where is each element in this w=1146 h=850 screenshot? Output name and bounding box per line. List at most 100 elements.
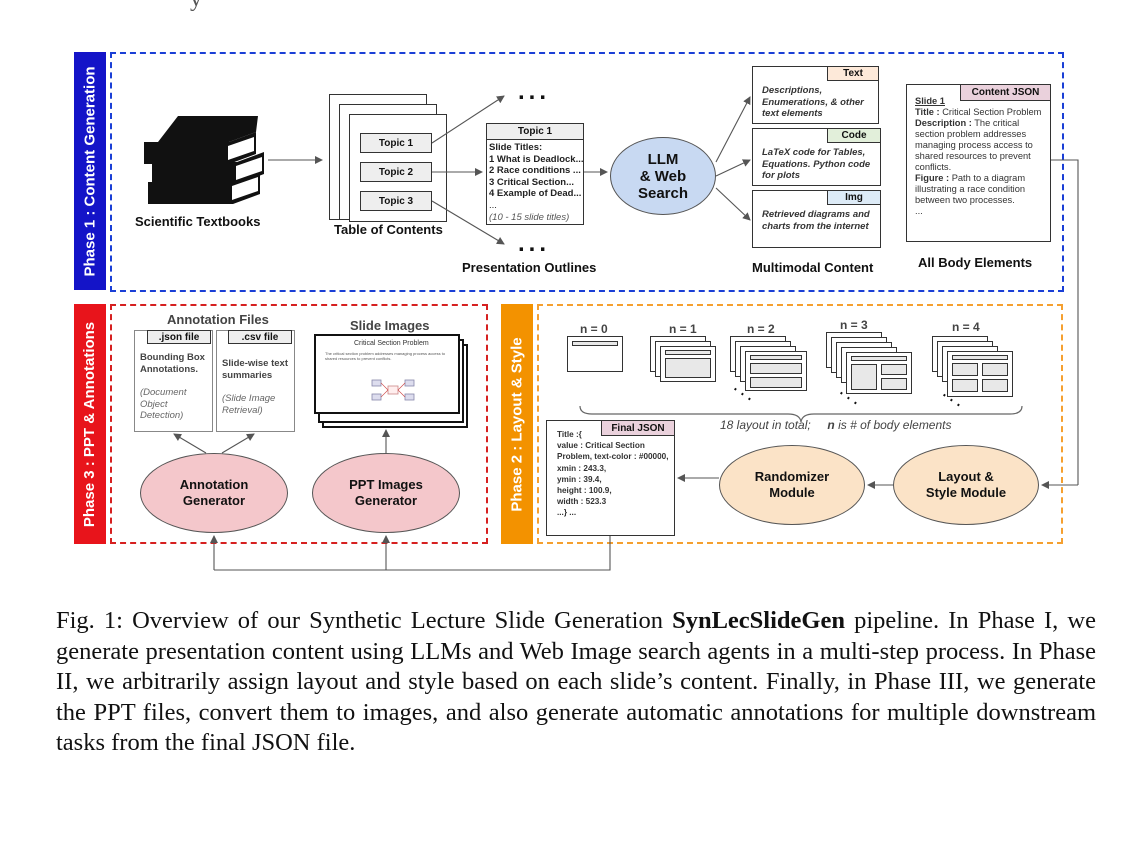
outline-label: Presentation Outlines — [462, 260, 597, 275]
outline-line: 2 Race conditions ... — [489, 165, 581, 177]
layout-style-line1: Layout & — [938, 469, 994, 484]
img-card-body: Retrieved diagrams and charts from the i… — [762, 209, 870, 232]
final-json-card — [546, 420, 675, 536]
layout-label-n1: n = 1 — [669, 322, 697, 336]
content-json-desc-row: Description : The critical section probl… — [915, 118, 1047, 173]
phase3-region — [110, 304, 488, 544]
layout-title-bar — [750, 355, 802, 360]
content-json-desc-key: Description : — [915, 118, 972, 128]
json-file-tag: .json file — [147, 330, 211, 344]
annotation-generator-node: Annotation Generator — [140, 453, 288, 533]
layout-n4-thumb — [947, 351, 1013, 397]
layout-label-n3: n = 3 — [840, 318, 868, 332]
content-json-more: ... — [915, 206, 923, 216]
outline-line: Slide Titles: — [489, 142, 543, 153]
ppt-generator-line1: PPT Images — [349, 477, 423, 492]
layout-label-n4: n = 4 — [952, 320, 980, 334]
layout-body-block — [750, 363, 802, 374]
layout-body-block — [952, 363, 978, 376]
json-file-task: (Document Object Detection) — [140, 387, 187, 421]
content-json-title-val: Critical Section Problem — [942, 107, 1042, 117]
outline-line: 4 Example of Dead... — [489, 188, 582, 200]
final-json-tag: Final JSON — [601, 420, 675, 436]
layout-title-bar — [952, 355, 1008, 360]
layout-body-block — [952, 379, 978, 392]
final-json-line: width : 523.3 — [557, 497, 607, 507]
layout-note-c: is # of body elements — [838, 418, 952, 432]
content-json-body: Slide 1 Title : Critical Section Problem… — [915, 96, 1047, 217]
annotation-generator-line1: Annotation — [179, 477, 249, 492]
final-json-line: xmin : 243.3, — [557, 463, 607, 473]
toc-topic-1: Topic 1 — [360, 133, 432, 153]
layout-n1-thumb — [660, 346, 716, 382]
layout-n3-thumb — [846, 352, 912, 394]
content-json-label: All Body Elements — [918, 255, 1033, 270]
layout-body-block — [665, 358, 711, 378]
phase1-region — [110, 52, 1064, 292]
phase2-region — [537, 304, 1063, 544]
slide-image-title: Critical Section Problem — [354, 340, 429, 347]
layout-body-block — [982, 379, 1008, 392]
content-json-tag: Content JSON — [960, 84, 1051, 101]
llm-line2: & Web — [639, 167, 687, 185]
figure-caption: Fig. 1: Overview of our Synthetic Lectur… — [56, 606, 1096, 759]
outline-ellipsis-bottom: ... — [518, 230, 551, 257]
phase3-label-bar: Phase 3 : PPT & Annotations — [74, 304, 106, 544]
layout-n0-thumb — [567, 336, 623, 372]
csv-file-tag: .csv file — [228, 330, 292, 344]
randomizer-line2: Module — [769, 485, 815, 500]
csv-file-task: (Slide Image Retrieval) — [222, 393, 276, 416]
final-json-line: Title :{ — [557, 430, 582, 439]
code-card-body: LaTeX code for Tables, Equations. Python… — [762, 147, 871, 181]
slide-image-front — [314, 334, 460, 414]
llm-web-search-node: LLM & Web Search — [610, 137, 716, 215]
final-json-line: value : Critical Section — [557, 441, 645, 451]
layout-body-block — [881, 364, 907, 375]
layout-label-n0: n = 0 — [580, 322, 608, 336]
layout-body-block — [851, 364, 877, 390]
content-json-fig-row: Figure : Path to a diagram illustrating … — [915, 173, 1047, 206]
toc-topic-2: Topic 2 — [360, 162, 432, 182]
randomizer-line1: Randomizer — [754, 469, 830, 484]
final-json-line: height : 100.9, — [557, 486, 612, 496]
slide-images-title: Slide Images — [350, 318, 430, 333]
final-json-body: Title :{ value : Critical Section Proble… — [557, 429, 668, 519]
layout-body-block — [881, 378, 907, 390]
multimodal-label: Multimodal Content — [752, 260, 874, 275]
caption-rest: pipeline. In Phase I, we generate presen… — [56, 607, 1096, 756]
outline-header: Topic 1 — [486, 123, 584, 140]
outline-line: ... — [489, 199, 497, 211]
content-json-slide: Slide 1 — [915, 96, 945, 106]
content-json-card — [906, 84, 1051, 242]
layout-brace — [579, 405, 1023, 423]
connector-arrows — [173, 95, 1079, 571]
layout-title-bar — [572, 341, 618, 346]
layout-note: 18 layout in total; n is # of body eleme… — [720, 418, 952, 432]
layout-title-bar — [665, 350, 711, 355]
caption-prefix: Fig. 1: Overview of our Synthetic Lectur… — [56, 607, 673, 634]
json-file-title: Bounding Box Annotations. — [140, 352, 205, 375]
code-card-tag: Code — [827, 128, 881, 143]
outline-line: 1 What is Deadlock... — [489, 153, 584, 165]
content-json-title-row: Title : Critical Section Problem — [915, 107, 1047, 118]
csv-file-title: Slide-wise text summaries — [222, 358, 288, 381]
layout-body-block — [750, 377, 802, 388]
layout-title-bar — [851, 356, 907, 361]
content-json-fig-val: Path to a diagram illustrating a race co… — [915, 173, 1026, 205]
slide-image-text: The critical section problem addresses m… — [325, 351, 446, 361]
final-json-line: Problem, text-color : #00000, — [557, 452, 669, 462]
layout-body-block — [982, 363, 1008, 376]
text-card-tag: Text — [827, 66, 879, 81]
layout-style-line2: Style Module — [925, 485, 1007, 500]
outline-card — [486, 123, 584, 225]
top-cut-text: y — [190, 0, 202, 13]
ppt-images-generator-node: PPT Images Generator — [312, 453, 460, 533]
content-json-title-key: Title : — [915, 107, 940, 117]
final-json-line: ymin : 39.4, — [557, 474, 602, 484]
llm-line1: LLM — [647, 150, 679, 168]
final-json-line: ...} ... — [557, 508, 577, 518]
layout-n2-thumb — [745, 351, 807, 391]
ppt-generator-line2: Generator — [354, 493, 418, 508]
outline-line: (10 - 15 slide titles) — [489, 211, 570, 223]
img-card-tag: Img — [827, 190, 881, 205]
